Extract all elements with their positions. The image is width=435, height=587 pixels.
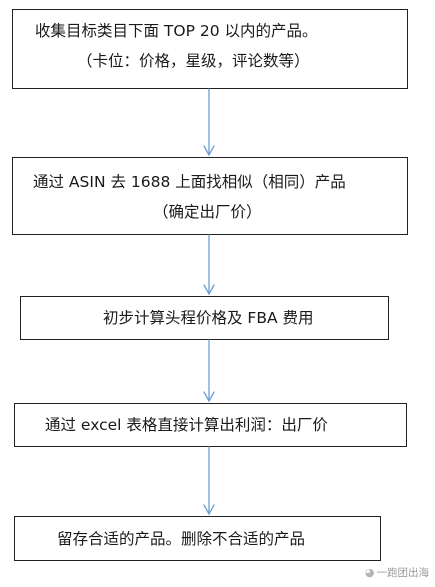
arrow-step-2-to-3 (203, 234, 215, 296)
flow-step-3: 初步计算头程价格及 FBA 费用 (20, 296, 389, 340)
wechat-icon: ◕ (364, 566, 375, 579)
arrow-step-3-to-4 (203, 339, 215, 403)
step-5-text: 留存合适的产品。删除不合适的产品 (57, 530, 306, 548)
step-4-text: 通过 excel 表格直接计算出利润：出厂价 (45, 416, 328, 434)
flow-step-2: 通过 ASIN 去 1688 上面找相似（相同）产品 （确定出厂价） (12, 157, 408, 235)
arrow-step-4-to-5 (203, 446, 215, 516)
step-2-text: 通过 ASIN 去 1688 上面找相似（相同）产品 (33, 173, 346, 191)
step-3-text: 初步计算头程价格及 FBA 费用 (103, 309, 314, 327)
step-1-note: （卡位：价格，星级，评论数等） (77, 52, 310, 70)
flow-step-4: 通过 excel 表格直接计算出利润：出厂价 (14, 403, 407, 447)
watermark-text: 一跑团出海 (376, 567, 430, 579)
arrow-step-1-to-2 (203, 88, 215, 157)
watermark: ◕ 一跑团出海 (365, 565, 429, 580)
step-1-text: 收集目标类目下面 TOP 20 以内的产品。 (35, 22, 318, 40)
step-2-note: （确定出厂价） (153, 203, 262, 221)
flow-step-5: 留存合适的产品。删除不合适的产品 (14, 516, 381, 561)
flow-step-1: 收集目标类目下面 TOP 20 以内的产品。 （卡位：价格，星级，评论数等） (12, 9, 408, 89)
